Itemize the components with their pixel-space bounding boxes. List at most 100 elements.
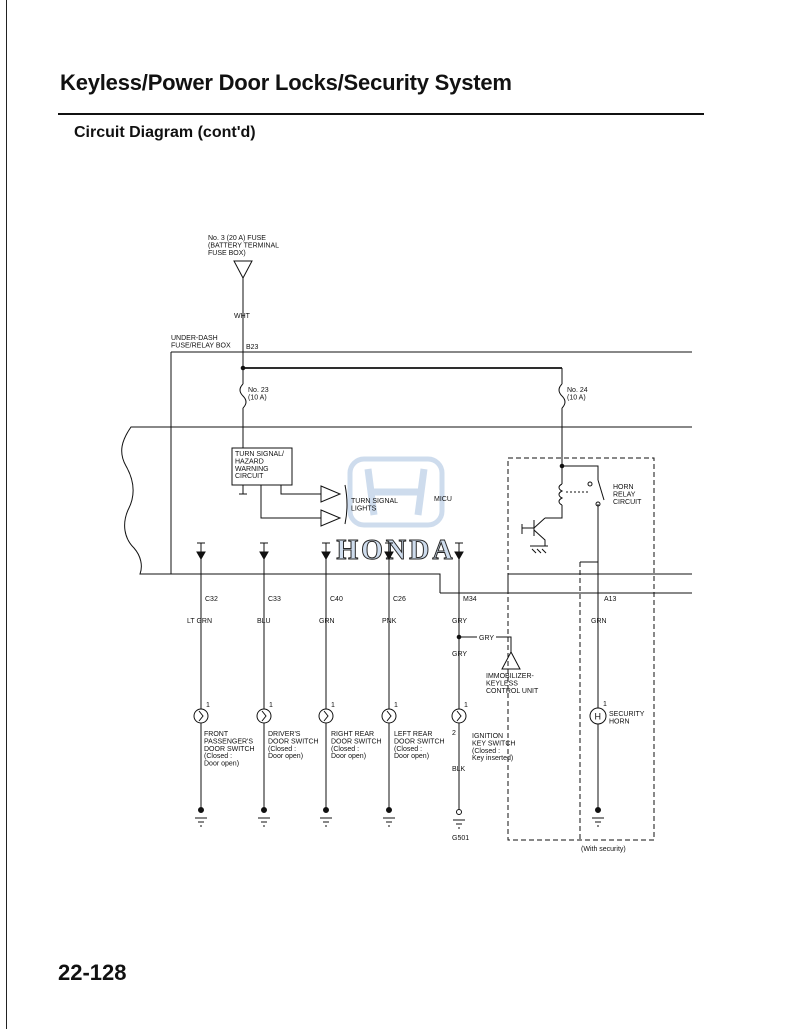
label-line: Key inserted) (472, 755, 513, 762)
relay-switch-blade (597, 479, 605, 501)
label-line: DOOR SWITCH (331, 738, 382, 745)
relay-transistor (533, 517, 546, 546)
connector-b23: B23 (246, 344, 259, 351)
label-line: IGNITION (472, 733, 503, 740)
immobilizer-triangle (501, 650, 521, 670)
label-line: (10 A) (567, 394, 586, 401)
turn-light-arrow-2 (320, 509, 342, 527)
fuse24-label: No. 24(10 A) (567, 387, 588, 401)
label-line: LEFT REAR (394, 731, 432, 738)
driver-door-switch-symbol (256, 708, 272, 724)
wire-color-pnk: PNK (382, 618, 397, 625)
wire-blk-label: BLK (452, 766, 466, 773)
wire-color-gry: GRY (452, 618, 467, 625)
tsc-wire-1 (280, 485, 321, 495)
label-line: CIRCUIT (235, 473, 264, 480)
label-line: (Closed : (472, 748, 500, 755)
label-line: KEYLESS (486, 680, 518, 687)
column-c32 (196, 542, 206, 810)
ground-g501-label: G501 (452, 835, 469, 842)
left-rear-door-switch-symbol (381, 708, 397, 724)
horn-symbol-letter: H (595, 712, 602, 722)
label-line: No. 3 (20 A) FUSE (208, 235, 266, 242)
transistor-base (521, 524, 534, 534)
connector-c26: C26 (393, 596, 406, 603)
pin-label-c32: 1 (206, 702, 210, 709)
fuse23-symbol (239, 383, 247, 409)
page-border (6, 0, 7, 1029)
label-line: No. 23 (248, 387, 269, 394)
label-line: HAZARD (235, 458, 264, 465)
label-line: WARNING (235, 466, 269, 473)
relay-coil-out (545, 505, 563, 519)
label-line: (Closed : (204, 753, 232, 760)
gry-branch-label: GRY (479, 635, 494, 642)
label-line: RELAY (613, 491, 636, 498)
label-line: (BATTERY TERMINAL (208, 242, 279, 249)
relay-coil (558, 483, 564, 506)
connector-m34: M34 (463, 596, 477, 603)
label-line: CIRCUIT (613, 499, 642, 506)
label-line: FRONT (204, 731, 229, 738)
label-line: CONTROL UNIT (486, 688, 539, 695)
label-line: HORN (613, 484, 634, 491)
micu-label: MICU (434, 496, 452, 503)
connector-c32: C32 (205, 596, 218, 603)
wire-wht-label: WHT (234, 313, 251, 320)
battery-fuse-triangle (233, 260, 253, 280)
turn-signal-circuit-box (231, 447, 293, 486)
page-subtitle: Circuit Diagram (cont'd) (74, 124, 256, 141)
label-line: TURN SIGNAL (351, 498, 398, 505)
security-dashed-box (507, 457, 655, 841)
column-m34 (454, 542, 464, 810)
label-line: LIGHTS (351, 505, 377, 512)
label-line: (Closed : (394, 746, 422, 753)
connector-a13: A13 (604, 596, 617, 603)
label-line: (Closed : (268, 746, 296, 753)
column-c33 (259, 542, 269, 810)
label-line: DOOR SWITCH (268, 738, 319, 745)
label-line: Door open) (331, 753, 366, 760)
right-rear-door-switch-symbol (318, 708, 334, 724)
label-line: No. 24 (567, 387, 588, 394)
label-line: PASSENGER'S (204, 738, 253, 745)
label-line: DOOR SWITCH (204, 746, 255, 753)
label-line: TURN SIGNAL/ (235, 451, 284, 458)
watermark-text: HONDA (336, 535, 455, 566)
label-line: FUSE/RELAY BOX (171, 342, 231, 349)
pin-label-c33: 1 (269, 702, 273, 709)
fuse23-label: No. 23(10 A) (248, 387, 269, 401)
wire-color-grn: GRN (319, 618, 335, 625)
switch-symbols (193, 707, 607, 725)
pin-label-c40: 1 (331, 702, 335, 709)
turn-light-brace (344, 484, 348, 525)
pin2-label-m34: 2 (452, 730, 456, 737)
pin-label-a13: 1 (603, 701, 607, 708)
ground-symbols (198, 807, 601, 815)
label-line: HORN (609, 718, 630, 725)
with-security-label: (With security) (581, 846, 626, 853)
micu-outline-right (507, 573, 692, 594)
label-line: DRIVER'S (268, 731, 301, 738)
wire-color-lt-grn: LT GRN (187, 618, 212, 625)
wire-color-blu: BLU (257, 618, 271, 625)
micu-outline-left (121, 426, 692, 593)
label-line: UNDER-DASH (171, 335, 218, 342)
column-c26 (384, 542, 394, 810)
page-number: 22-128 (58, 960, 127, 985)
label-line: DOOR SWITCH (394, 738, 445, 745)
tsc-wire-2 (260, 485, 321, 519)
label-line: Door open) (204, 761, 239, 768)
relay-output (580, 504, 599, 563)
